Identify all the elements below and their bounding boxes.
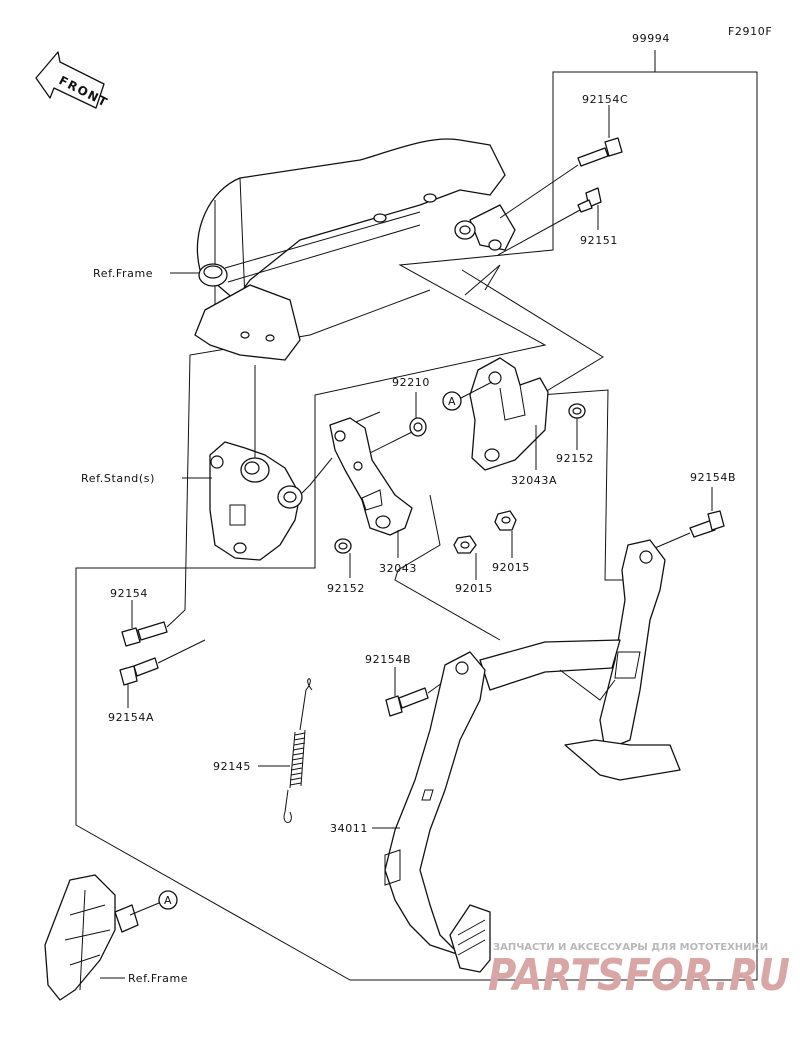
- watermark-logo: PARTSFOR.RU: [488, 950, 790, 1001]
- bracket-32043: 32043: [329, 417, 417, 575]
- collar-92210-label: 92210: [392, 376, 430, 389]
- kit-part-number: 99994: [632, 32, 670, 45]
- bolt-92154B-left-label: 92154B: [365, 653, 411, 666]
- spring-92145: 92145: [213, 678, 313, 823]
- frame-top: [194, 138, 516, 361]
- center-stand-34011: 34011: [330, 539, 681, 973]
- callout-a-bottom-label: A: [164, 894, 172, 907]
- ref-frame-bottom: Ref.Frame: [100, 972, 188, 985]
- collar-92152-left-label: 92152: [327, 582, 365, 595]
- watermark: ЗАПЧАСТИ И АКСЕССУАРЫ ДЛЯ МОТОТЕХНИКИ PA…: [488, 942, 790, 1001]
- bracket-32043A-label: 32043A: [511, 474, 557, 487]
- ref-frame-top: Ref.Frame: [93, 267, 200, 280]
- nut-92015-a-label: 92015: [455, 582, 493, 595]
- ref-frame-bottom-label: Ref.Frame: [128, 972, 188, 985]
- ref-stands-label: Ref.Stand(s): [81, 472, 155, 485]
- ref-frame-top-label: Ref.Frame: [93, 267, 153, 280]
- bolt-92154B-right: 92154B: [654, 471, 736, 549]
- bolt-92154A: 92154A: [108, 639, 206, 724]
- stand-bracket-ref: [209, 365, 303, 561]
- nut-92015-b-label: 92015: [492, 561, 530, 574]
- bolt-92154-label: 92154: [110, 587, 148, 600]
- bolt-92154C-label: 92154C: [582, 93, 628, 106]
- collar-92210: 92210: [392, 376, 430, 437]
- watermark-tagline: ЗАПЧАСТИ И АКСЕССУАРЫ ДЛЯ МОТОТЕХНИКИ: [493, 942, 768, 953]
- collar-92152-right: 92152: [556, 403, 594, 465]
- bolt-92154A-label: 92154A: [108, 711, 154, 724]
- bolt-92151-label: 92151: [580, 234, 618, 247]
- spring-92145-label: 92145: [213, 760, 251, 773]
- spring-coils: [289, 729, 306, 789]
- collar-92152-right-label: 92152: [556, 452, 594, 465]
- frame-bottom: [44, 874, 139, 1001]
- bolt-92151: 92151: [497, 187, 618, 256]
- callout-a-top: A: [442, 381, 493, 411]
- stand-34011-label: 34011: [330, 822, 368, 835]
- kit-boundary: 99994: [75, 32, 758, 981]
- nut-92015-a: 92015: [453, 535, 493, 595]
- bracket-32043A: 32043A: [469, 357, 557, 487]
- callout-a-top-label: A: [448, 395, 456, 408]
- bracket-32043-label: 32043: [379, 562, 417, 575]
- nut-92015-b: 92015: [492, 510, 530, 574]
- callout-a-bottom: A: [129, 890, 178, 916]
- ref-stands: Ref.Stand(s): [81, 472, 212, 485]
- front-arrow-icon: FRONT: [35, 51, 111, 110]
- bolt-92154: 92154: [110, 587, 186, 647]
- bolt-92154C: 92154C: [499, 93, 628, 219]
- figure-code: F2910F: [728, 25, 772, 38]
- bolt-92154B-right-label: 92154B: [690, 471, 736, 484]
- collar-92152-left: 92152: [327, 538, 365, 595]
